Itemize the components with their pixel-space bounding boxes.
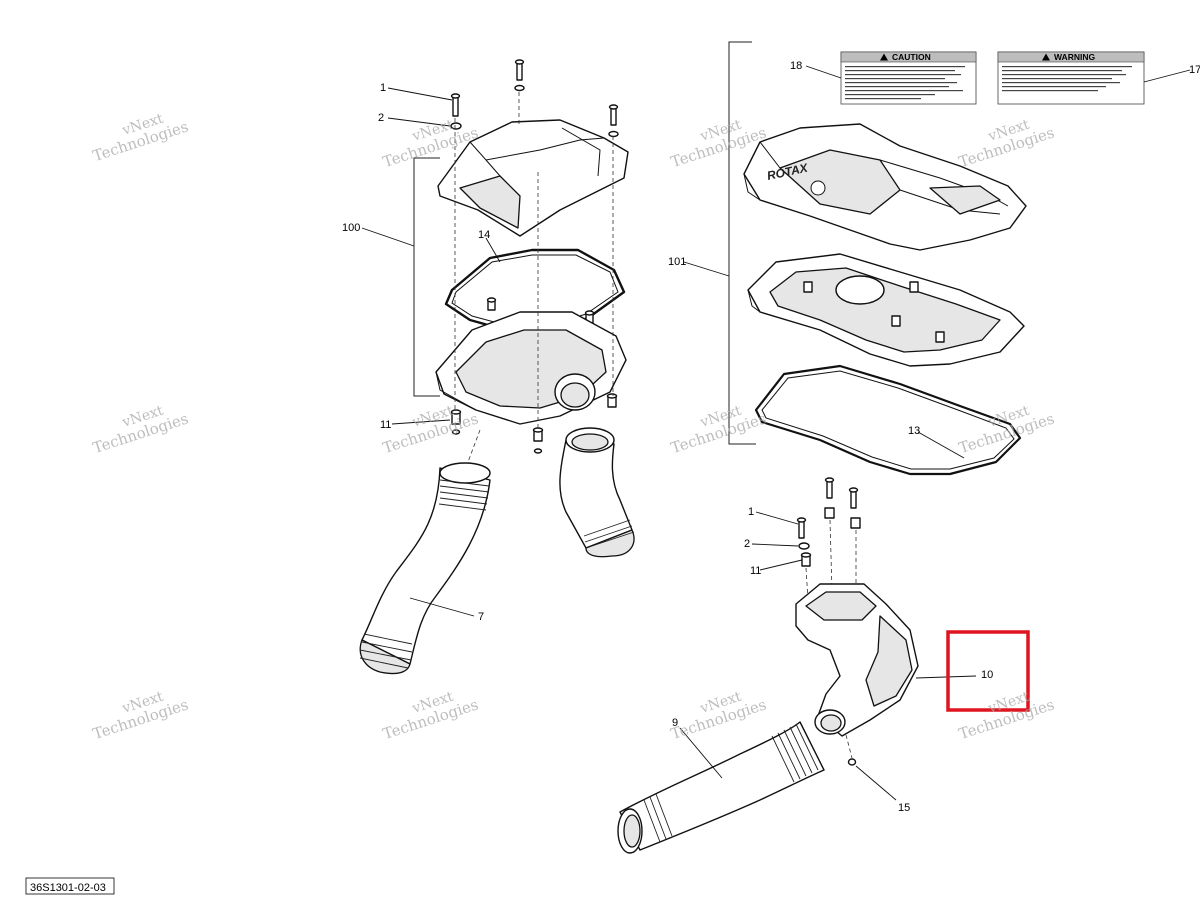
rotax-emblem-icon bbox=[810, 180, 826, 196]
bushing-left bbox=[486, 297, 497, 311]
tube-9-threads bbox=[643, 723, 819, 843]
callout-10: 10 bbox=[981, 669, 993, 681]
group-bracket-100 bbox=[413, 157, 440, 397]
warning-label-17: WARNING bbox=[997, 51, 1145, 105]
leader-101 bbox=[683, 261, 730, 277]
reference-code: 36S1301-02-03 bbox=[30, 882, 106, 894]
callout-101: 101 bbox=[668, 256, 686, 268]
bushing-11d bbox=[606, 393, 618, 408]
tube-7 bbox=[359, 462, 491, 675]
caution-label-title: CAUTION bbox=[892, 52, 931, 62]
caution-triangle-icon bbox=[880, 53, 888, 61]
screw-1b bbox=[796, 517, 807, 539]
callout-15: 15 bbox=[898, 802, 910, 814]
watermark-k: vNext Technologies bbox=[669, 689, 769, 744]
callout-14: 14 bbox=[478, 229, 490, 241]
watermark-j: vNext Technologies bbox=[381, 689, 481, 744]
reference-code-box: 36S1301-02-03 bbox=[25, 877, 115, 895]
tube-9 bbox=[617, 721, 825, 854]
screw-top-left bbox=[514, 59, 525, 92]
leader-13 bbox=[917, 431, 965, 459]
watermark-e: vNext Technologies bbox=[91, 403, 191, 458]
callout-1b: 1 bbox=[748, 506, 754, 518]
leader-11b bbox=[759, 559, 803, 571]
tube-7-threads-top bbox=[438, 479, 490, 511]
watermark-l: vNext Technologies bbox=[957, 689, 1057, 744]
leader-2b bbox=[751, 543, 799, 547]
watermark-g: vNext Technologies bbox=[669, 403, 769, 458]
leader-17 bbox=[1143, 69, 1191, 83]
warning-label-title: WARNING bbox=[1054, 52, 1095, 62]
group-bracket-101 bbox=[728, 41, 756, 445]
warning-triangle-icon bbox=[1042, 53, 1050, 61]
leader-2a bbox=[387, 117, 451, 127]
leader-7 bbox=[409, 597, 475, 617]
rotax-base-plate bbox=[747, 253, 1025, 367]
callout-2a: 2 bbox=[378, 112, 384, 124]
intake-housing-left bbox=[435, 311, 627, 425]
bushing-11c bbox=[532, 427, 544, 454]
callout-11a: 11 bbox=[380, 419, 391, 431]
caution-label-body-lines bbox=[845, 66, 965, 100]
watermark-i: vNext Technologies bbox=[91, 689, 191, 744]
highlight-box-10 bbox=[946, 630, 1030, 712]
screw-right-left bbox=[608, 104, 619, 138]
screw-1a bbox=[450, 93, 461, 117]
rotax-cover: ROTAX bbox=[743, 123, 1027, 251]
bushing-11a bbox=[450, 409, 462, 435]
callout-17: 17 bbox=[1189, 64, 1200, 76]
callout-9: 9 bbox=[672, 717, 678, 729]
gasket-14-inner bbox=[451, 254, 619, 330]
callout-1a: 1 bbox=[380, 82, 386, 94]
screw-elbow-b bbox=[848, 487, 861, 529]
elbow-center bbox=[559, 427, 635, 558]
watermark-f: vNext Technologies bbox=[381, 403, 481, 458]
callout-11b: 11 bbox=[750, 565, 761, 577]
gasket-14 bbox=[444, 248, 626, 336]
leader-1b bbox=[755, 511, 799, 525]
leader-100 bbox=[361, 227, 415, 247]
bushing-right bbox=[584, 310, 595, 324]
warning-label-body-lines bbox=[1002, 66, 1132, 92]
watermark-a: vNext Technologies bbox=[91, 111, 191, 166]
leader-9 bbox=[679, 727, 723, 779]
leader-10 bbox=[915, 675, 977, 679]
bushing-11b bbox=[800, 552, 812, 567]
callout-18: 18 bbox=[790, 60, 802, 72]
leader-15 bbox=[855, 765, 897, 801]
alignment-line-i bbox=[845, 734, 853, 759]
elbow-10 bbox=[795, 583, 919, 737]
tube-7-threads-bottom bbox=[359, 633, 413, 669]
caution-label-18: CAUTION bbox=[840, 51, 977, 105]
watermark-d: vNext Technologies bbox=[957, 117, 1057, 172]
screw-elbow-a bbox=[824, 477, 835, 519]
leader-18 bbox=[805, 65, 842, 79]
clip-15 bbox=[847, 758, 857, 766]
leader-1a bbox=[387, 87, 453, 101]
callout-2b: 2 bbox=[744, 538, 750, 550]
base-plate-bosses bbox=[803, 281, 945, 343]
alignment-line-g bbox=[829, 519, 833, 593]
washer-2b bbox=[798, 542, 810, 550]
leader-11a bbox=[391, 419, 451, 425]
callout-7: 7 bbox=[478, 611, 484, 623]
gasket-13-inner bbox=[761, 370, 1015, 470]
callout-100: 100 bbox=[342, 222, 360, 234]
gasket-13 bbox=[754, 364, 1022, 476]
leader-14 bbox=[485, 237, 501, 263]
callout-13: 13 bbox=[908, 425, 920, 437]
intake-cover-left bbox=[437, 119, 629, 237]
alignment-line-f bbox=[805, 567, 809, 601]
washer-2a bbox=[450, 122, 462, 130]
